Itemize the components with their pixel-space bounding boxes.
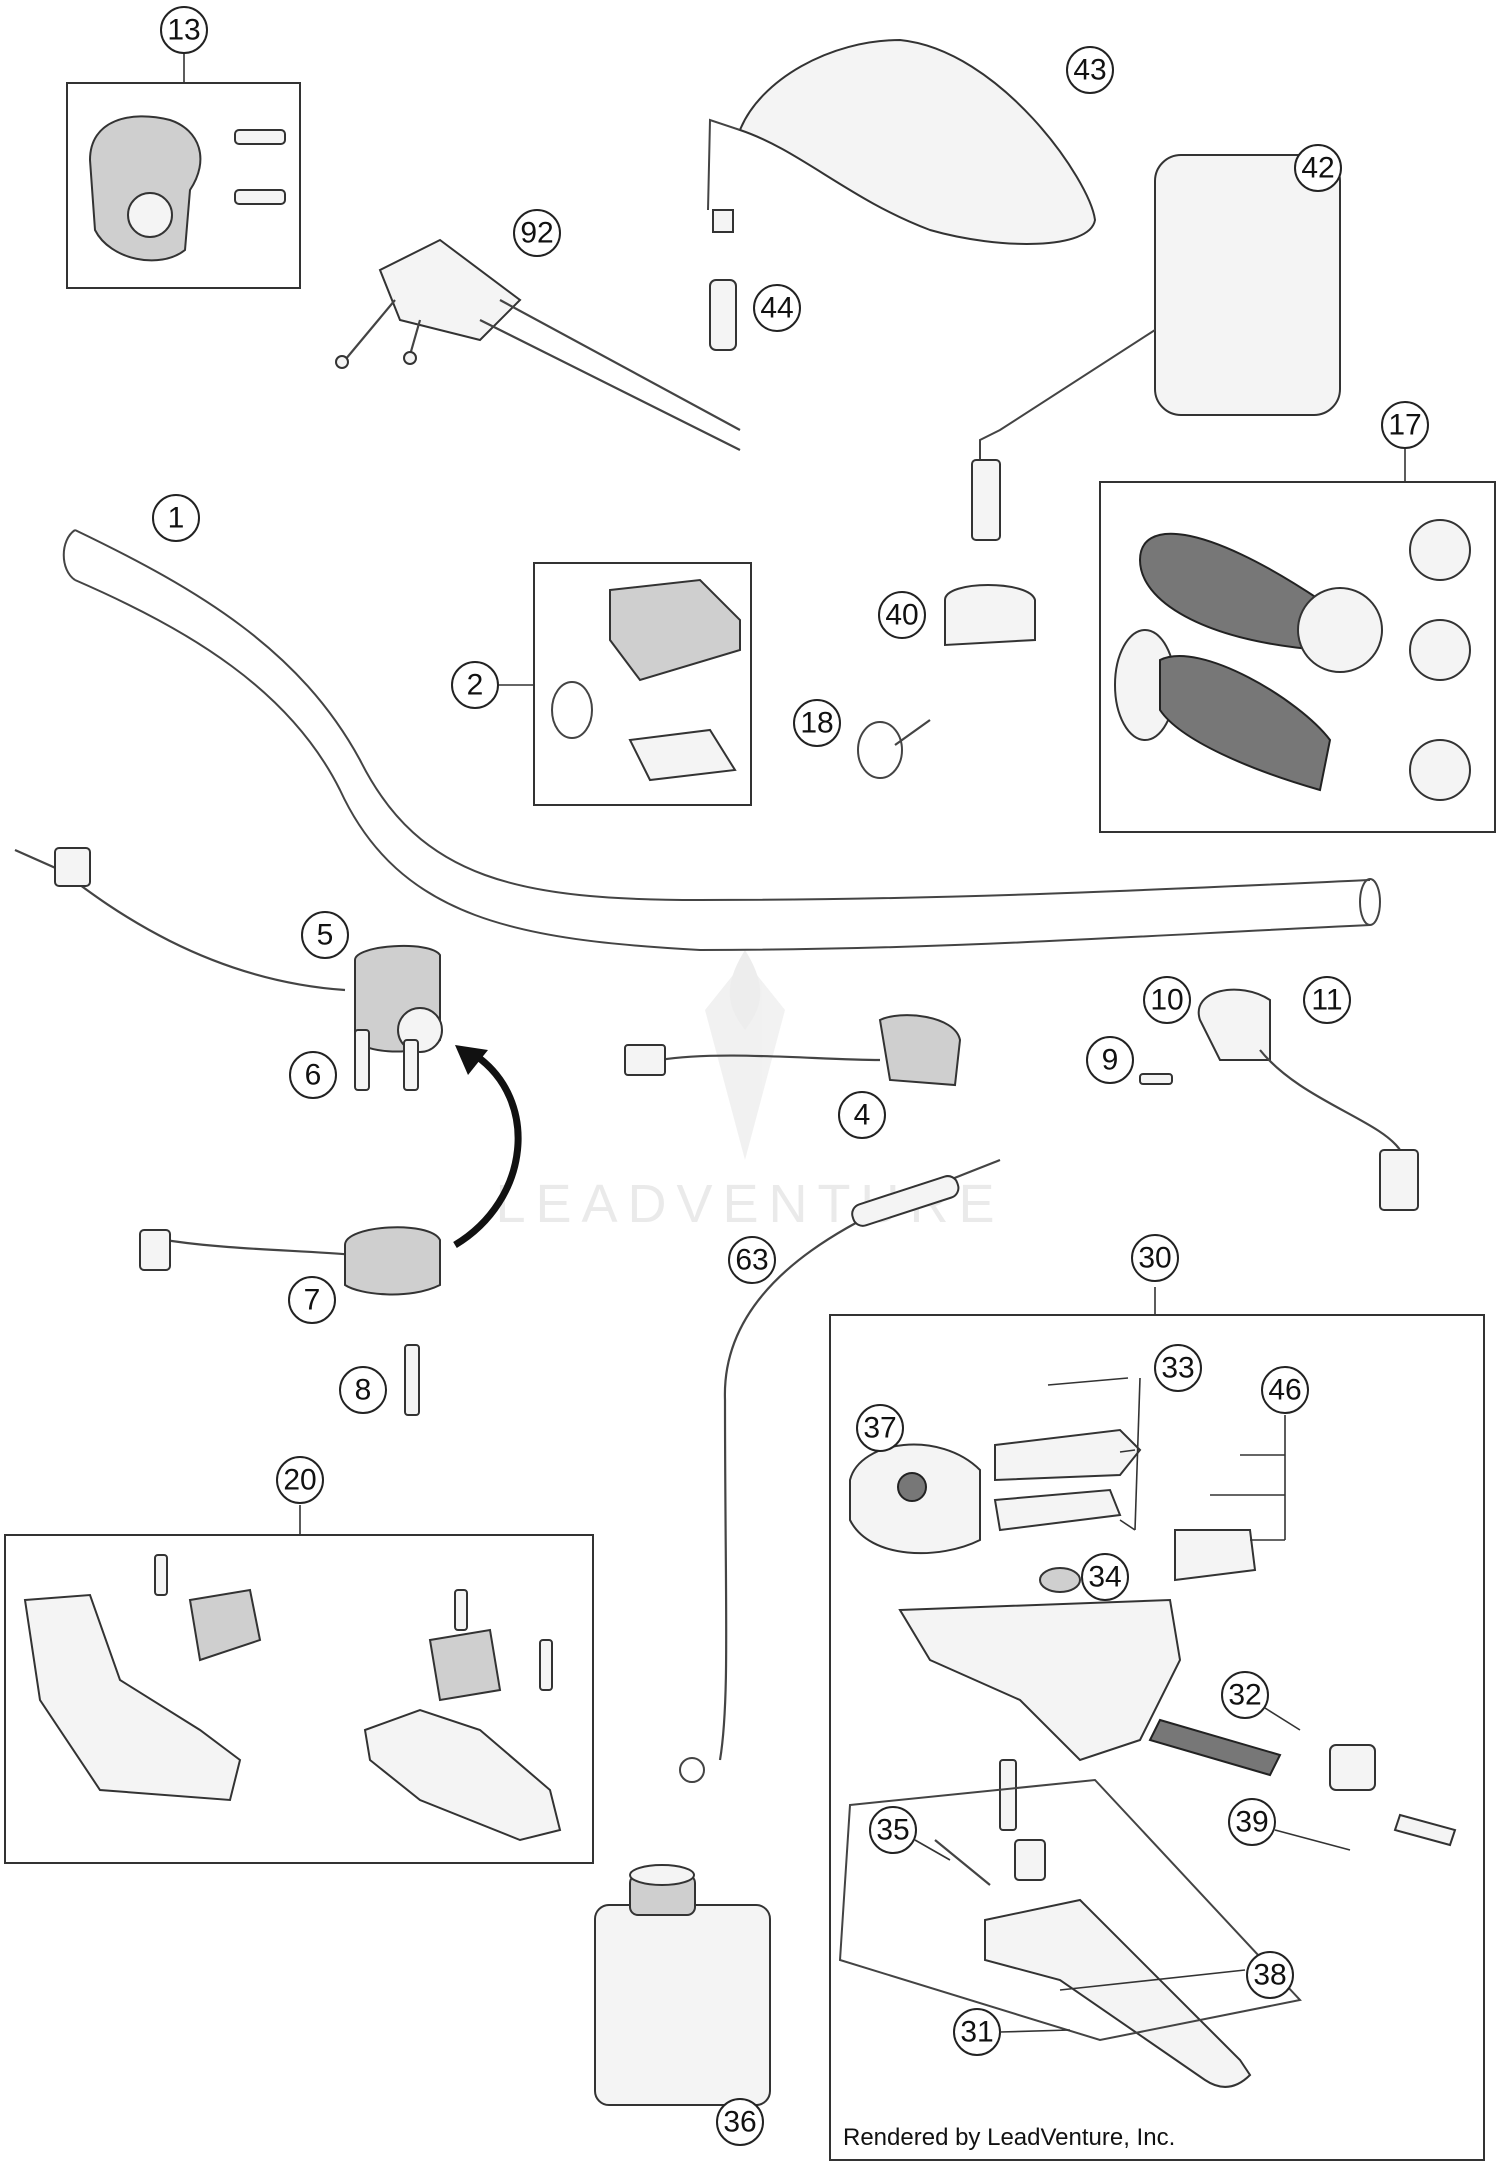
switch-part-5 <box>14 847 443 1053</box>
svg-text:43: 43 <box>1073 54 1106 87</box>
callout-39: 39 <box>1228 1798 1276 1846</box>
callout-20: 20 <box>276 1456 324 1504</box>
svg-text:18: 18 <box>800 707 833 740</box>
box-30 <box>829 1314 1485 2161</box>
box-17 <box>1099 481 1496 833</box>
callout-18: 18 <box>793 699 841 747</box>
callout-30: 30 <box>1131 1234 1179 1282</box>
callout-4: 4 <box>838 1091 886 1139</box>
callout-33: 33 <box>1154 1344 1202 1392</box>
handguard-part-20 <box>23 1554 562 1842</box>
callout-43: 43 <box>1066 46 1114 94</box>
svg-text:92: 92 <box>520 217 553 250</box>
callout-32: 32 <box>1221 1671 1269 1719</box>
callout-92: 92 <box>513 209 561 257</box>
leader-lines <box>914 1377 1351 2033</box>
screw-part-9 <box>1139 1073 1173 1085</box>
callout-5: 5 <box>301 911 349 959</box>
brake-fluid-bottle-part-36 <box>594 1864 771 2106</box>
connector-part-2 <box>551 578 741 782</box>
callout-40: 40 <box>878 591 926 639</box>
svg-text:30: 30 <box>1138 1242 1171 1275</box>
svg-text:8: 8 <box>355 1374 372 1407</box>
svg-text:46: 46 <box>1268 1374 1301 1407</box>
master-cylinder-part-30 <box>838 1428 1457 2088</box>
callout-63: 63 <box>728 1236 776 1284</box>
sensor-part-10-11 <box>1197 988 1419 1211</box>
callout-13: 13 <box>160 6 208 54</box>
svg-text:10: 10 <box>1150 984 1183 1017</box>
svg-text:4: 4 <box>854 1099 871 1132</box>
credit-text: Rendered by LeadVenture, Inc. <box>843 2124 1175 2151</box>
svg-text:6: 6 <box>305 1059 322 1092</box>
arrowhead-icon <box>455 1045 488 1075</box>
svg-text:36: 36 <box>723 2106 756 2139</box>
callout-37: 37 <box>856 1404 904 1452</box>
callout-46: 46 <box>1261 1366 1309 1414</box>
spacer-part-44 <box>709 279 737 351</box>
svg-text:5: 5 <box>317 919 334 952</box>
svg-text:34: 34 <box>1088 1561 1121 1594</box>
mirror-part-43 <box>707 38 1097 245</box>
clamp-part-40 <box>944 584 1036 647</box>
switch-part-4 <box>624 1014 962 1087</box>
svg-text:13: 13 <box>167 14 200 47</box>
callout-31: 31 <box>953 2008 1001 2056</box>
svg-text:33: 33 <box>1161 1352 1194 1385</box>
box-20 <box>4 1534 594 1864</box>
svg-text:40: 40 <box>885 599 918 632</box>
callout-38: 38 <box>1246 1951 1294 1999</box>
callout-34: 34 <box>1081 1553 1129 1601</box>
svg-text:1: 1 <box>168 502 185 535</box>
callout-1: 1 <box>152 494 200 542</box>
mirror-part-42 <box>971 154 1341 541</box>
svg-text:17: 17 <box>1388 409 1421 442</box>
svg-text:32: 32 <box>1228 1679 1261 1712</box>
svg-text:42: 42 <box>1301 152 1334 185</box>
callout-17: 17 <box>1381 401 1429 449</box>
arrow-icon <box>453 1052 522 1248</box>
clamp-part-13 <box>88 115 286 262</box>
screw-part-8 <box>404 1344 420 1416</box>
svg-text:31: 31 <box>960 2016 993 2049</box>
svg-text:39: 39 <box>1235 1806 1268 1839</box>
box-2 <box>533 562 752 806</box>
svg-text:11: 11 <box>1311 984 1342 1017</box>
grip-part-17 <box>1114 519 1471 801</box>
callout-7: 7 <box>288 1276 336 1324</box>
svg-text:20: 20 <box>283 1464 316 1497</box>
switch-part-7 <box>139 1226 441 1296</box>
callout-44: 44 <box>753 284 801 332</box>
svg-text:37: 37 <box>863 1412 896 1445</box>
callout-6: 6 <box>289 1051 337 1099</box>
callout-36: 36 <box>716 2098 764 2146</box>
svg-text:9: 9 <box>1102 1044 1119 1077</box>
callout-42: 42 <box>1294 144 1342 192</box>
callout-9: 9 <box>1086 1036 1134 1084</box>
callout-8: 8 <box>339 1366 387 1414</box>
svg-text:38: 38 <box>1253 1959 1286 1992</box>
screw-part-6 <box>354 1029 419 1091</box>
svg-text:44: 44 <box>760 292 793 325</box>
brake-line-part-63 <box>679 1158 1001 1783</box>
callout-2: 2 <box>451 661 499 709</box>
throttle-assembly-part-92 <box>335 238 741 451</box>
handlebar-part <box>62 529 1381 952</box>
callout-11: 11 <box>1303 976 1351 1024</box>
svg-text:63: 63 <box>735 1244 768 1277</box>
cable-tie-part-18 <box>857 719 931 779</box>
svg-text:35: 35 <box>876 1814 909 1847</box>
svg-text:7: 7 <box>304 1284 321 1317</box>
svg-text:2: 2 <box>467 669 484 702</box>
callout-35: 35 <box>869 1806 917 1854</box>
callout-10: 10 <box>1143 976 1191 1024</box>
